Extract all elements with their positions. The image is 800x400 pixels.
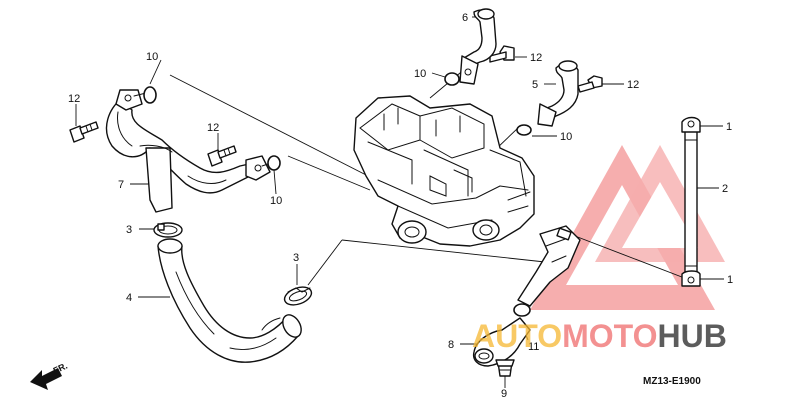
engine-block [353,95,535,247]
o-ring-11 [513,303,531,317]
callout-3-left: 3 [126,224,132,236]
clamp-1-bottom [681,270,701,287]
clamp-3-left [153,222,183,238]
callout-12-right: 12 [627,79,639,91]
clamp-3-mid [283,286,313,306]
watermark-logo [530,145,725,310]
watermark-part-moto: MOTO [562,318,657,354]
water-joint-5 [537,60,579,127]
callout-4: 4 [126,292,132,304]
callout-12-left-mid: 12 [207,122,219,134]
callout-5: 5 [532,79,538,91]
callout-10-left-mid: 10 [270,195,282,207]
bolt-12-right [577,75,603,93]
callout-1-top: 1 [726,121,732,133]
radiator-hose-4 [157,238,302,363]
direction-label: FR. [52,361,69,376]
thermostat-housing-8 [472,317,531,367]
bolt-12-left-mid [207,145,237,167]
o-ring-10-left-mid [267,155,281,171]
callout-6: 6 [462,12,468,24]
callout-10-right: 10 [560,131,572,143]
callout-12-left: 12 [68,93,80,105]
water-joint-6 [459,8,497,85]
watermark-text: AUTOMOTOHUB [472,318,727,354]
o-ring-10-upper-left [143,86,157,104]
o-ring-10-right [516,124,532,136]
callout-11: 11 [528,341,539,353]
water-pipe-lower-right [517,225,581,307]
water-pipe-7 [105,89,275,213]
watermark-part-auto: AUTO [472,318,562,354]
watermark-part-hub: HUB [657,318,726,354]
callout-10-upper-left: 10 [146,51,158,63]
bolt-12-top [489,45,515,63]
callout-10-center-upper: 10 [414,68,426,80]
o-ring-10-center-upper [444,72,460,86]
svg-text:AUTOMOTOHUB: AUTOMOTOHUB [472,318,727,354]
callout-3-mid: 3 [293,252,299,264]
hose-2 [684,129,698,277]
diagram-code: MZ13-E1900 [643,376,701,387]
bolt-9 [495,359,515,377]
front-direction-arrow-icon [30,368,62,390]
callout-12-top: 12 [530,52,542,64]
callout-1-bottom: 1 [727,274,733,286]
leader-lines [75,16,724,388]
bolt-12-left [69,121,99,143]
callout-7: 7 [118,179,124,191]
callout-8: 8 [448,339,454,351]
callout-9: 9 [501,388,507,400]
clamp-1-top [681,116,701,133]
callout-2: 2 [722,183,728,195]
